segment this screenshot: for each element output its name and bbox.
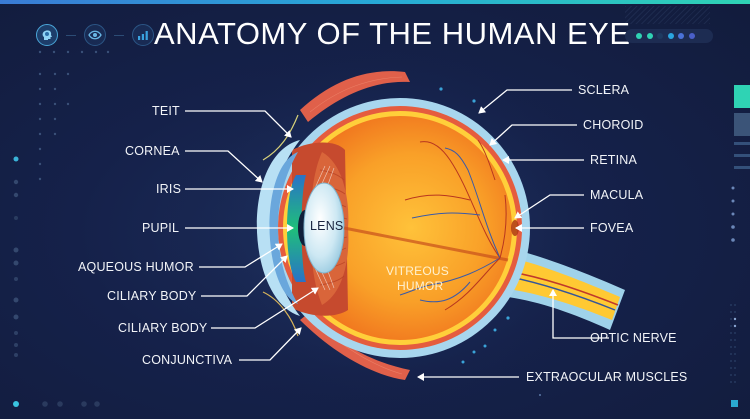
eye-icon[interactable] [84,24,106,46]
header-icon-group [36,24,154,46]
label-fovea: FOVEA [590,221,634,235]
status-dot [636,33,642,39]
label-iris: IRIS [156,182,182,196]
decorative-panel-teal [734,85,750,108]
brain-head-icon[interactable] [36,24,58,46]
vitreous-label-line1: VITREOUS [386,264,449,278]
decorative-panel-slate [734,113,750,136]
vitreous-label-line2: HUMOR [397,279,444,293]
label-macula: MACULA [590,188,644,202]
decorative-sparkles [439,87,607,396]
label-extraocular-muscles: EXTRAOCULAR MUSCLES [526,370,688,384]
label-choroid: CHOROID [583,118,644,132]
iris [287,175,306,282]
status-dots [625,29,713,43]
decorative-square [731,400,738,407]
retinal-vessels [399,139,507,311]
decorative-dot-grid [38,50,110,181]
decorative-right-dots [731,186,735,242]
status-dot [657,33,663,39]
cornea [256,140,300,316]
header-separator [66,34,76,36]
decorative-side-dots [13,156,100,407]
decorative-line [734,154,750,157]
label-retina: RETINA [590,153,638,167]
label-ciliary-body-2: CILIARY BODY [118,321,208,335]
muscle-upper [300,71,410,122]
leader-lines-left [185,110,319,361]
label-ciliary-body-1: CILIARY BODY [107,289,197,303]
label-optic-nerve: OPTIC NERVE [590,331,677,345]
decorative-line [734,166,750,169]
muscle-lower [300,312,410,380]
conjunctiva-upper [262,114,299,161]
status-dot [667,33,674,39]
top-accent-bar [0,0,750,4]
decorative-dot-column [730,304,737,383]
status-dot [678,33,684,39]
status-dot [646,33,653,39]
label-aqueous-humor: AQUEOUS HUMOR [78,260,194,274]
optic-nerve [500,255,620,320]
decorative-line [734,142,750,145]
header-separator [114,34,124,36]
bar-chart-icon[interactable] [132,24,154,46]
label-pupil: PUPIL [142,221,180,235]
status-dot [688,33,695,39]
decorative-hatch [625,6,710,24]
label-teit: TEIT [152,104,180,118]
leader-lines-right [417,89,609,381]
lens-label: LENS [310,219,344,233]
label-cornea: CORNEA [125,144,180,158]
label-conjunctiva: CONJUNCTIVA [142,353,233,367]
label-sclera: SCLERA [578,83,630,97]
